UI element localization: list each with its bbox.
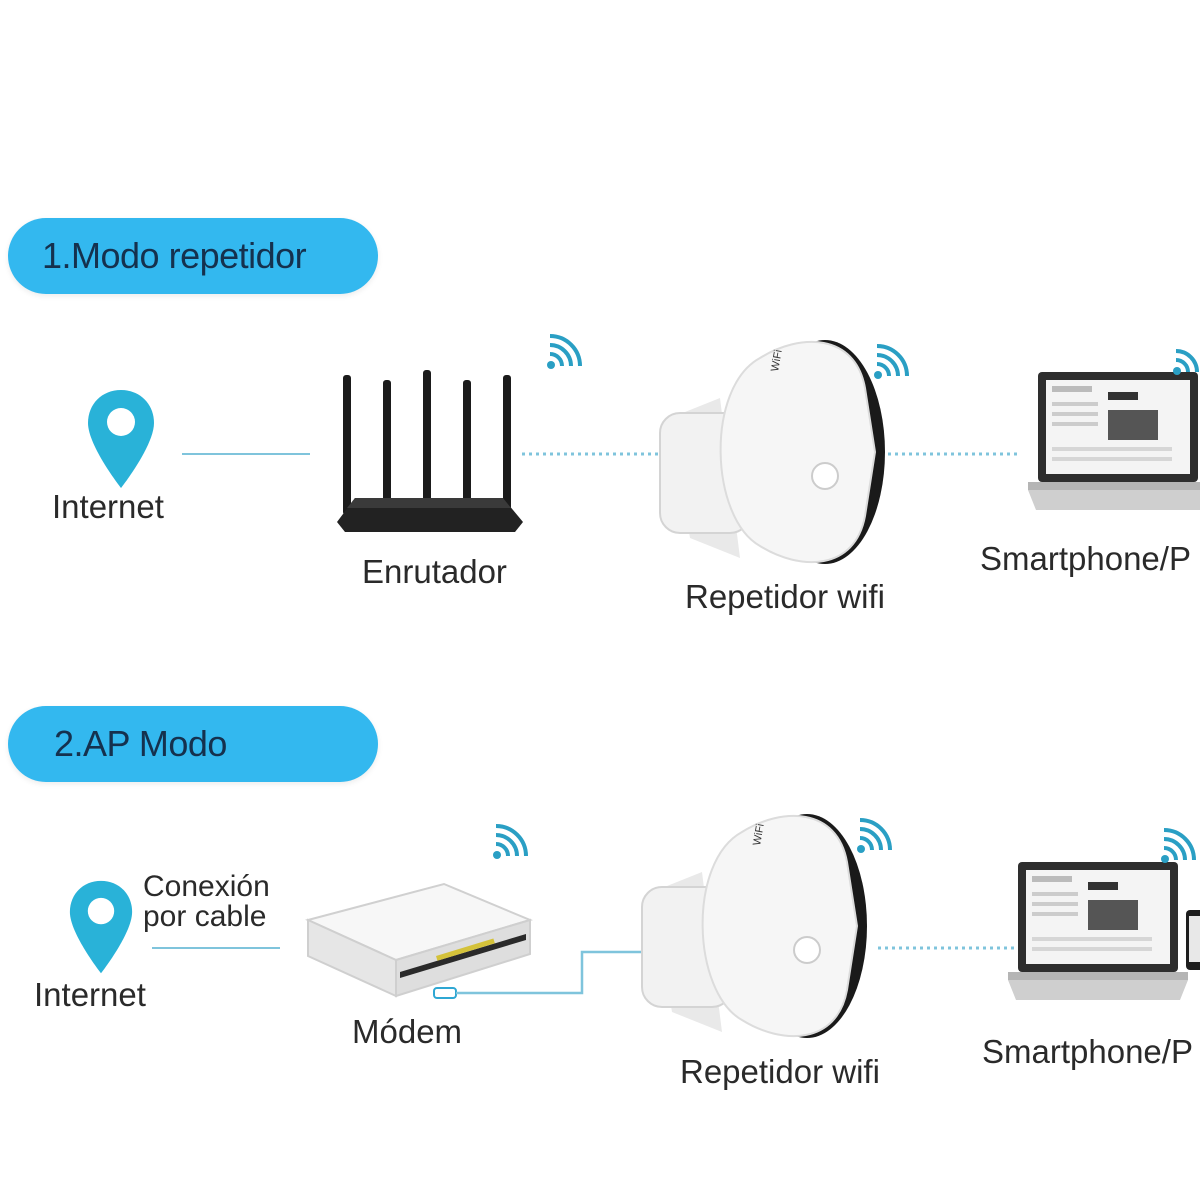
location-pin-icon [88,390,154,488]
internet-label: Internet [52,488,164,525]
internet-label: Internet [34,976,146,1013]
wifi-icon [857,818,892,853]
wifi-icon [547,334,582,369]
repeater-icon: WiFi [659,340,885,564]
modem-icon [305,882,533,998]
wifi-icon [1173,349,1199,375]
section-1-title-pill: 1.Modo repetidor [8,218,378,294]
location-pin-icon [69,880,133,974]
client-label: Smartphone/P [982,1033,1193,1070]
modem-label: Módem [352,1013,463,1050]
client-label: Smartphone/P [980,540,1191,577]
connector-line [888,452,1020,456]
laptop-icon [1028,372,1200,510]
connector-line [522,452,658,456]
section-1-title: 1.Modo repetidor [42,235,307,276]
smartphone-icon [1186,910,1200,970]
repeater-label: Repetidor wifi [680,1053,880,1090]
svg-text:WiFi: WiFi [751,823,767,847]
repeater-label: Repetidor wifi [685,578,885,615]
cable-connection-label-line1: Conexión [143,870,270,903]
router-label: Enrutador [362,553,507,590]
connector-line [878,946,1014,950]
connector-line [152,947,280,949]
laptop-icon [1008,862,1188,1000]
connector-line [182,453,310,455]
wifi-icon [874,344,909,379]
section-2-title-pill: 2.AP Modo [8,706,378,782]
repeater-icon: WiFi [641,814,867,1038]
wifi-icon [493,824,528,859]
cable-connection-label-line2: por cable [143,900,267,933]
svg-text:WiFi: WiFi [769,349,785,373]
router-icon [337,370,523,532]
section-2-title: 2.AP Modo [54,723,227,764]
wifi-icon [1161,828,1196,863]
